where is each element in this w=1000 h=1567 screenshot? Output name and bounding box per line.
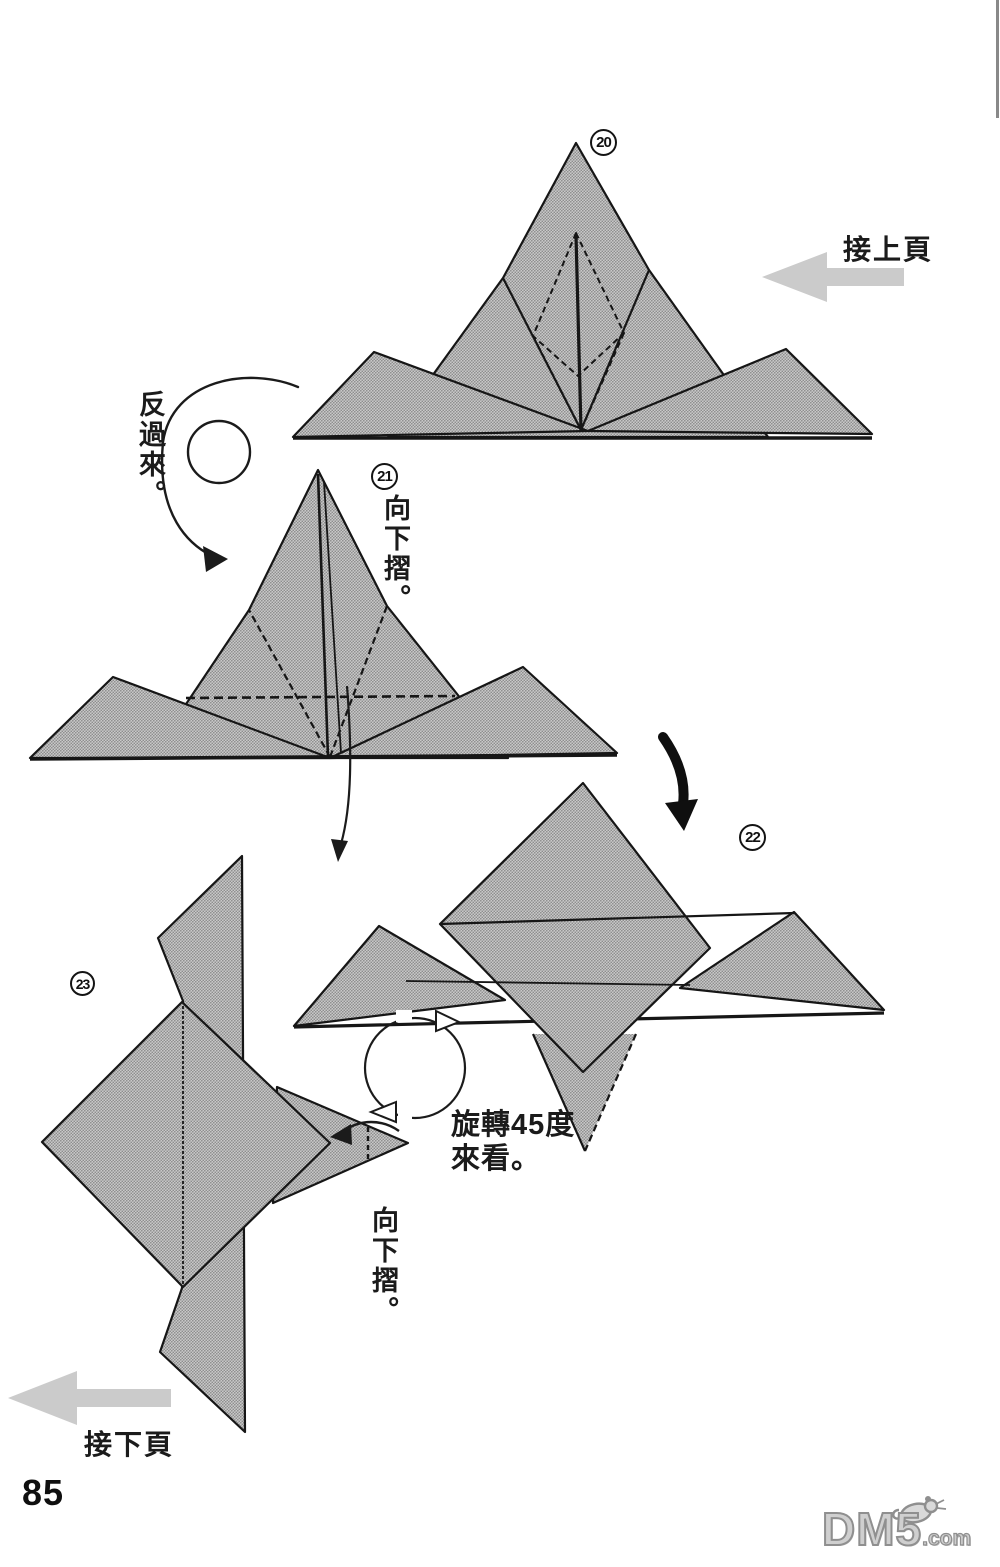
step23-diamond-flap: [40, 1000, 332, 1289]
watermark-mouse-icon: [892, 1496, 947, 1524]
step22-figure: [292, 781, 886, 1152]
step21-badge: 21: [371, 463, 398, 490]
step20-inner-kite-crease: [532, 232, 625, 377]
step20-number: 20: [596, 134, 612, 151]
step22-bottom-spike: [533, 1034, 636, 1151]
step23-number: 23: [75, 975, 91, 992]
step22-lower-crease: [405, 980, 691, 986]
step20-crease-right: [579, 269, 651, 431]
arrowhead: [331, 839, 348, 862]
step21-base-edge: [29, 753, 618, 761]
page-number: 85: [22, 1472, 65, 1513]
step20-left-wing-flap: [291, 350, 590, 439]
step21-fold-line-dashed: [185, 694, 456, 700]
step22-badge: 22: [739, 824, 766, 851]
prev-page-label: 接上頁: [843, 234, 934, 265]
watermark-logo: DM5 .com: [821, 1502, 972, 1556]
step20-badge: 20: [590, 129, 617, 156]
step21-center-crease: [316, 473, 330, 758]
step23-badge: 23: [70, 971, 95, 996]
scan-edge-artifact: [996, 0, 999, 118]
turn-over-arrow-icon: [160, 376, 300, 572]
turn-over-note: 反過來。: [135, 390, 165, 510]
step21-crease-left: [248, 609, 331, 758]
step22-spike-left-edge: [531, 1033, 587, 1152]
fold-direction-arrow-icon: [331, 685, 352, 862]
step23-note: 向下摺。: [368, 1206, 398, 1326]
fold-left-arrow-icon: [330, 1120, 400, 1145]
step22-diamond-flap: [438, 781, 712, 1074]
step20-right-wing-flap: [586, 347, 874, 436]
step21-figure: [28, 468, 619, 761]
arrowhead-open: [435, 1009, 462, 1033]
step20-kite-ray-left: [532, 335, 582, 431]
next-page-arrow-icon: [8, 1371, 171, 1425]
next-page-label: 接下頁: [84, 1429, 175, 1460]
step23-figure: [40, 854, 410, 1434]
prev-page-arrow-icon: [762, 252, 904, 302]
step22-number: 22: [745, 829, 761, 846]
thick-curved-arrow-icon: [658, 732, 698, 831]
rotate-45-arrow-icon: [363, 1009, 467, 1124]
step22-cross-crease: [439, 911, 795, 926]
step21-center-crease-2: [323, 481, 342, 754]
step21-number: 21: [377, 468, 393, 485]
rotate-45-note: 旋轉45度 來看。: [451, 1108, 575, 1176]
arrowhead: [330, 1124, 352, 1145]
arrowhead: [665, 799, 698, 831]
arc-gap: [398, 1112, 412, 1124]
arc-gap: [396, 1010, 412, 1022]
rotate-45-note-line2: 來看。: [451, 1143, 542, 1176]
step21-note: 向下摺。: [380, 494, 410, 614]
step20-kite-ray-right: [580, 332, 625, 431]
step22-right-wing-flap: [678, 910, 886, 1012]
rotate-45-note-line1: 旋轉45度: [451, 1109, 576, 1141]
watermark-text-main: DM5: [821, 1502, 923, 1556]
step20-center-crease: [574, 234, 583, 431]
watermark-text-suffix: .com: [922, 1526, 972, 1550]
arrowhead-open: [368, 1100, 397, 1124]
step20-figure: [291, 141, 874, 440]
